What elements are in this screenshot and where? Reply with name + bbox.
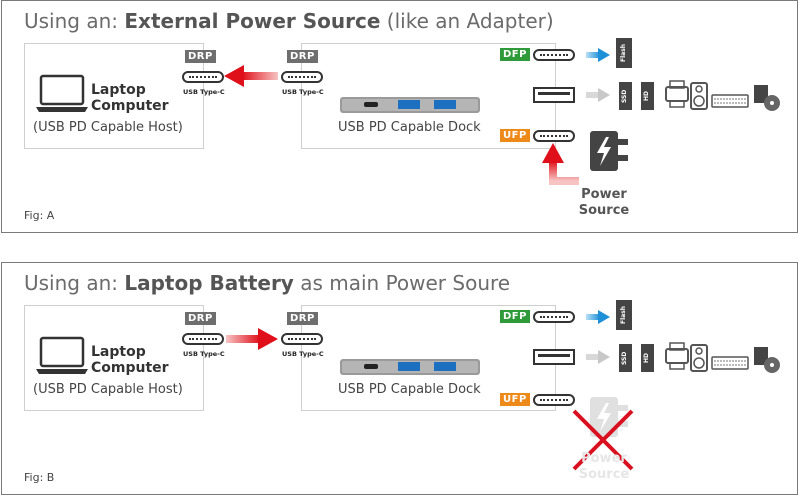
arrow-to-flash-drive [586, 310, 610, 324]
usb-c-port-left [182, 333, 224, 345]
title-bold: Laptop Battery [124, 271, 294, 295]
panel-fig-a: Using an: External Power Source (like an… [1, 0, 798, 233]
speaker-icon [690, 344, 708, 372]
keyboard-icon [711, 356, 749, 370]
title-suffix: as main Power Soure [293, 271, 511, 295]
usb-c-port-right [281, 333, 323, 345]
ufp-port [533, 130, 575, 142]
dfp-tag: DFP [500, 310, 530, 323]
laptop-line2: Computer [91, 360, 169, 376]
hd-icon [641, 344, 654, 372]
arrow-to-devices [586, 350, 610, 364]
usb-type-c-caption-left: USB Type-C [183, 88, 225, 96]
laptop-icon [36, 336, 88, 374]
usb-type-c-caption-left: USB Type-C [183, 350, 225, 358]
host-label: (USB PD Capable Host) [33, 382, 183, 397]
ssd-label: SSD [621, 89, 628, 103]
power-adapter-icon-faded [590, 397, 628, 437]
ufp-port [533, 394, 575, 406]
dfp-port [533, 311, 575, 323]
ssd-label: SSD [621, 351, 628, 365]
panel-title: Using an: Laptop Battery as main Power S… [24, 271, 510, 295]
drp-tag-left: DRP [185, 50, 216, 63]
fig-label: Fig: A [24, 209, 55, 222]
arrow-to-dock [226, 328, 278, 350]
ufp-tag: UFP [500, 393, 530, 406]
power-line2: Source [578, 467, 630, 482]
panel-title: Using an: External Power Source (like an… [24, 9, 554, 33]
printer-icon [665, 80, 689, 108]
power-line1: Power [581, 187, 627, 202]
optical-drive-icon [754, 85, 780, 111]
dock-icon [340, 359, 480, 375]
dock-label: USB PD Capable Dock [338, 382, 481, 397]
drp-tag-left: DRP [185, 312, 216, 325]
arrow-to-flash-drive [586, 48, 610, 62]
power-adapter-icon [590, 131, 628, 171]
panel-b-graphics [226, 300, 780, 471]
usb-c-port-right [281, 71, 323, 83]
fig-label: Fig: B [24, 471, 55, 484]
host-label: (USB PD Capable Host) [33, 120, 183, 135]
optical-drive-icon [754, 347, 780, 373]
laptop-line2: Computer [91, 98, 169, 114]
title-bold: External Power Source [124, 9, 381, 33]
dock-label: USB PD Capable Dock [338, 120, 481, 135]
drp-tag-right: DRP [287, 50, 318, 63]
usb-type-c-caption-right: USB Type-C [282, 350, 324, 358]
usb-a-port [533, 349, 575, 365]
ssd-icon [619, 82, 632, 110]
hd-label: HD [643, 353, 650, 364]
ufp-tag: UFP [500, 129, 530, 142]
dfp-tag: DFP [500, 48, 530, 61]
dock-box: USB PD Capable Dock [301, 305, 556, 411]
usb-c-port-left [182, 71, 224, 83]
speaker-icon [690, 82, 708, 110]
flash-drive-label: Flash Drive [618, 302, 639, 328]
title-prefix: Using an: [24, 271, 125, 295]
usb-a-port [533, 87, 575, 103]
hd-label: HD [643, 91, 650, 102]
dfp-port [533, 49, 575, 61]
ssd-icon [619, 344, 632, 372]
drp-tag-right: DRP [287, 312, 318, 325]
laptop-line1: Laptop [91, 82, 146, 98]
hd-icon [641, 82, 654, 110]
power-line1: Power [581, 451, 627, 466]
flash-drive-label: Flash Drive [618, 40, 639, 66]
panel-a-graphics [224, 38, 780, 185]
arrow-to-laptop [224, 65, 278, 87]
title-suffix: (like an Adapter) [380, 9, 554, 33]
title-prefix: Using an: [24, 9, 125, 33]
keyboard-icon [711, 94, 749, 108]
dock-icon [340, 97, 480, 113]
power-line2: Source [578, 203, 630, 218]
arrow-to-devices [586, 88, 610, 102]
usb-type-c-caption-right: USB Type-C [282, 88, 324, 96]
cross-icon [572, 409, 634, 471]
dock-box: USB PD Capable Dock [301, 43, 556, 149]
arrow-from-power-source [542, 143, 579, 185]
printer-icon [665, 342, 689, 370]
panel-fig-b: Using an: Laptop Battery as main Power S… [1, 262, 798, 495]
laptop-icon [36, 74, 88, 112]
laptop-line1: Laptop [91, 344, 146, 360]
